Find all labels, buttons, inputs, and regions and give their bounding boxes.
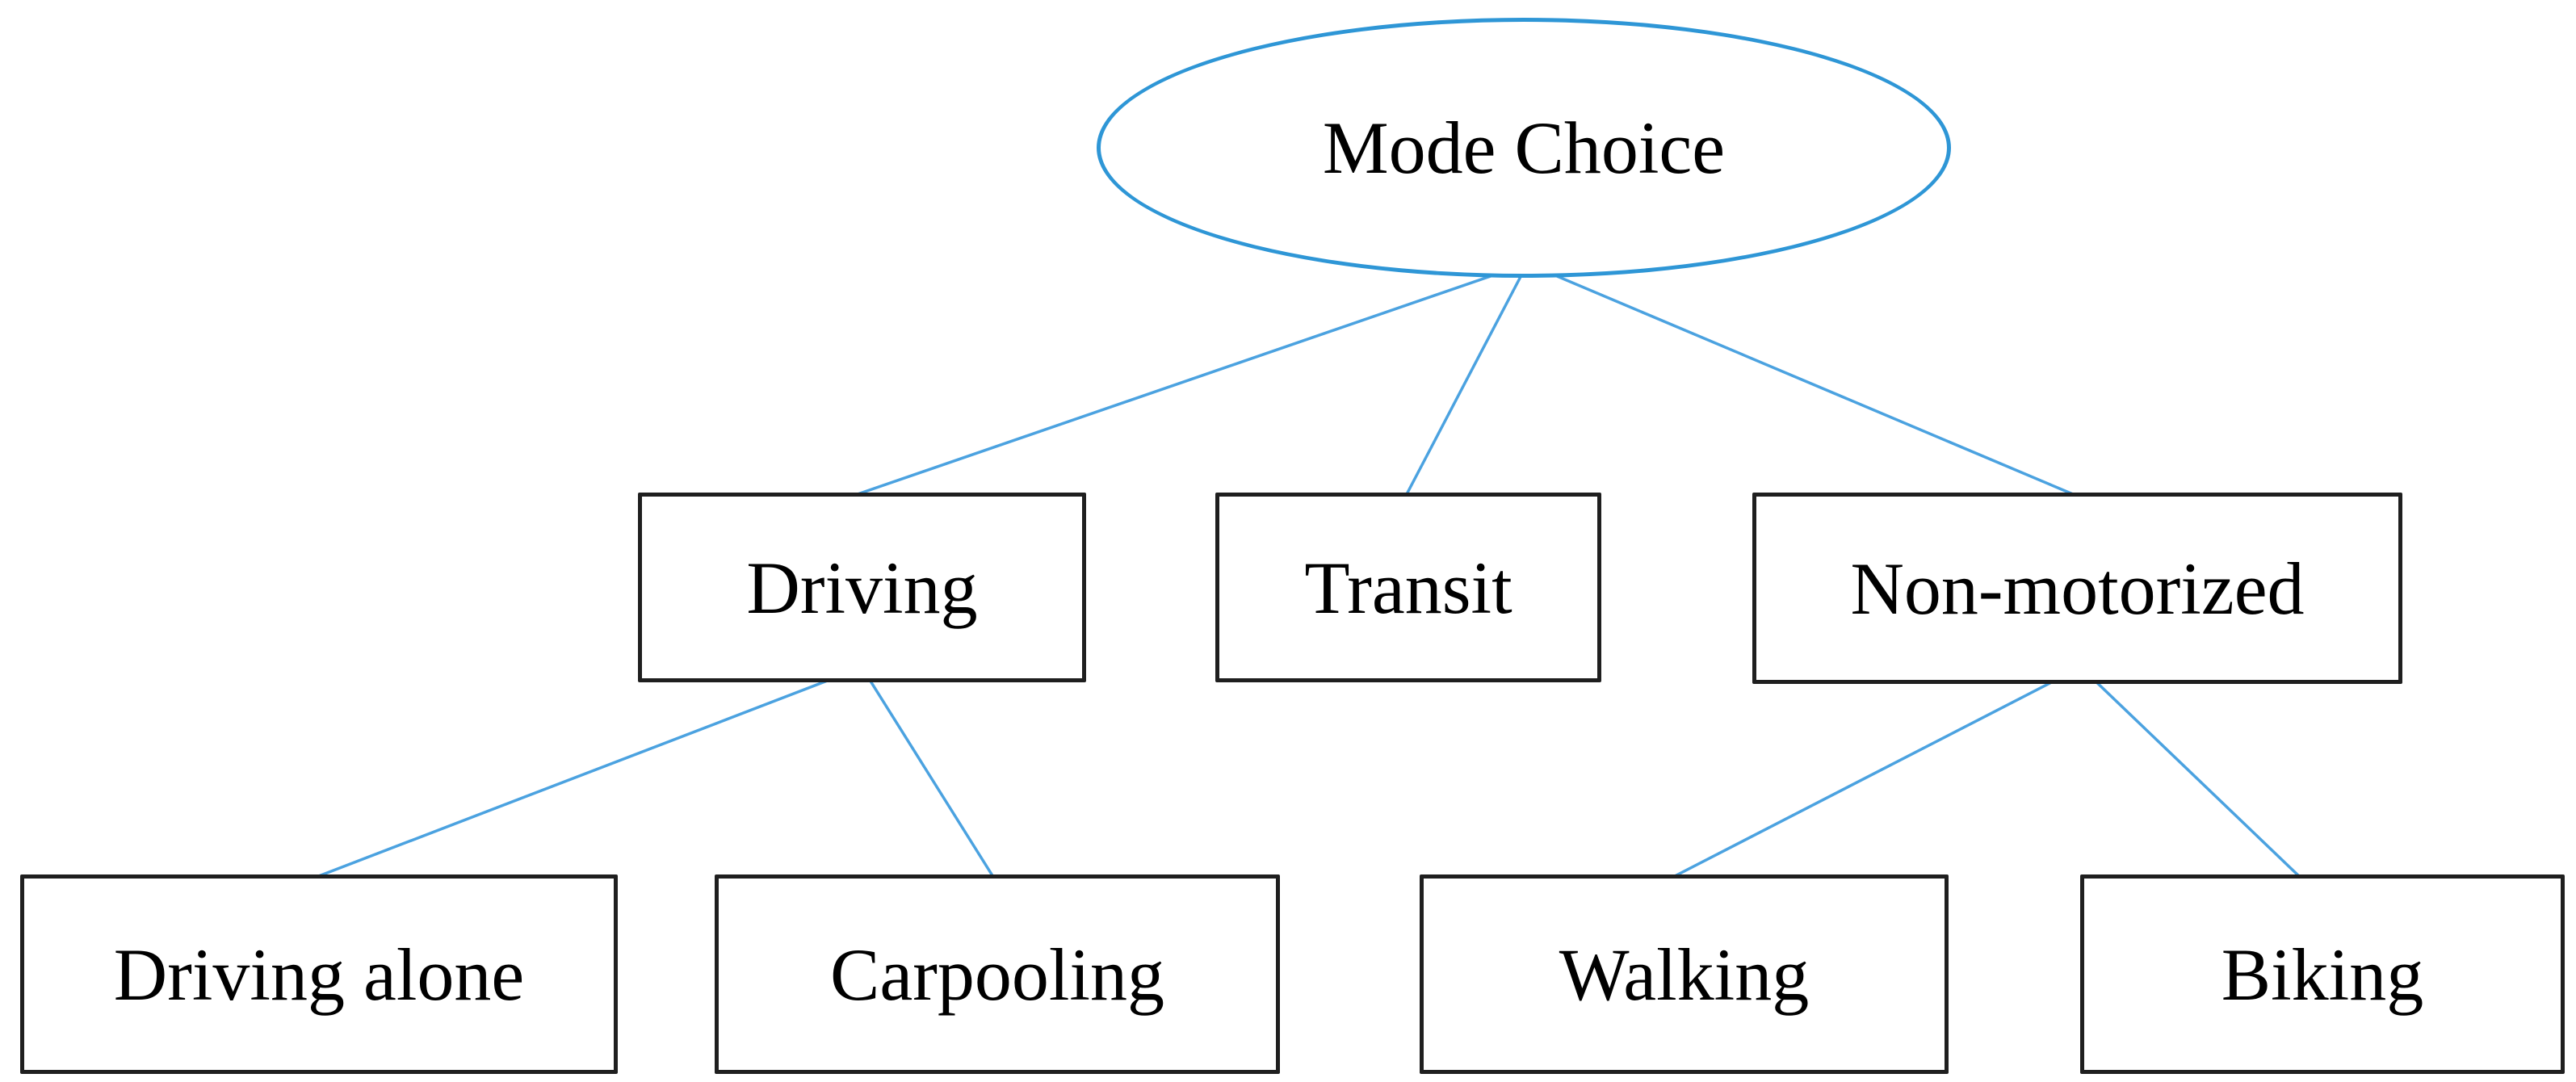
edge-mode-choice-non-motorized bbox=[1534, 266, 2075, 496]
edge-driving-carpooling bbox=[864, 672, 995, 879]
node-biking: Biking bbox=[2080, 874, 2565, 1074]
edge-driving-driving-alone bbox=[315, 672, 848, 879]
node-non-motorized-label: Non-motorized bbox=[1850, 547, 2305, 630]
edge-mode-choice-transit bbox=[1405, 270, 1525, 496]
node-driving-alone-label: Driving alone bbox=[113, 933, 525, 1016]
node-driving-label: Driving bbox=[746, 546, 978, 629]
node-non-motorized: Non-motorized bbox=[1752, 493, 2402, 684]
node-walking: Walking bbox=[1420, 874, 1949, 1074]
node-transit-label: Transit bbox=[1304, 546, 1512, 629]
node-mode-choice: Mode Choice bbox=[1097, 18, 1951, 278]
node-carpooling-label: Carpooling bbox=[830, 933, 1164, 1016]
node-biking-label: Biking bbox=[2221, 933, 2424, 1016]
node-driving-alone: Driving alone bbox=[20, 874, 618, 1074]
edge-non-motorized-walking bbox=[1672, 674, 2066, 879]
node-transit: Transit bbox=[1215, 493, 1601, 682]
node-driving: Driving bbox=[638, 493, 1086, 682]
node-walking-label: Walking bbox=[1559, 933, 1810, 1016]
node-carpooling: Carpooling bbox=[715, 874, 1280, 1074]
edge-non-motorized-biking bbox=[2088, 674, 2301, 879]
edge-mode-choice-driving bbox=[856, 267, 1513, 496]
node-mode-choice-label: Mode Choice bbox=[1322, 107, 1726, 189]
